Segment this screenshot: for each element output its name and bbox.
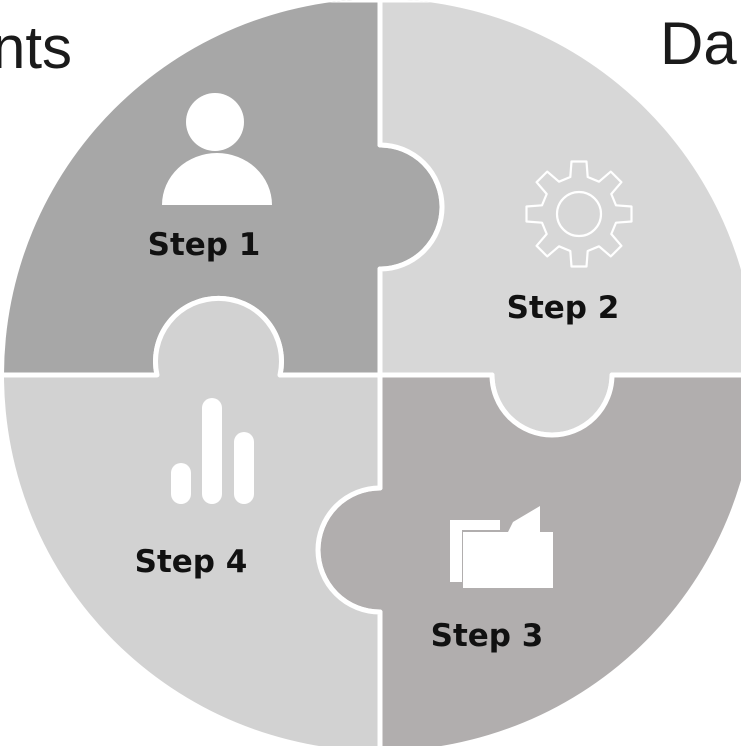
partial-heading-left: nts: [0, 14, 73, 81]
step-3-label: Step 3: [431, 618, 544, 654]
step-4-label: Step 4: [135, 544, 248, 580]
bar-chart-icon: [171, 398, 254, 504]
partial-heading-right: Da: [660, 10, 737, 77]
gear-icon: [525, 160, 633, 268]
step-1-label: Step 1: [148, 227, 261, 263]
step-2-label: Step 2: [507, 290, 620, 326]
person-icon: [162, 93, 272, 205]
folder-icon: [450, 506, 553, 588]
